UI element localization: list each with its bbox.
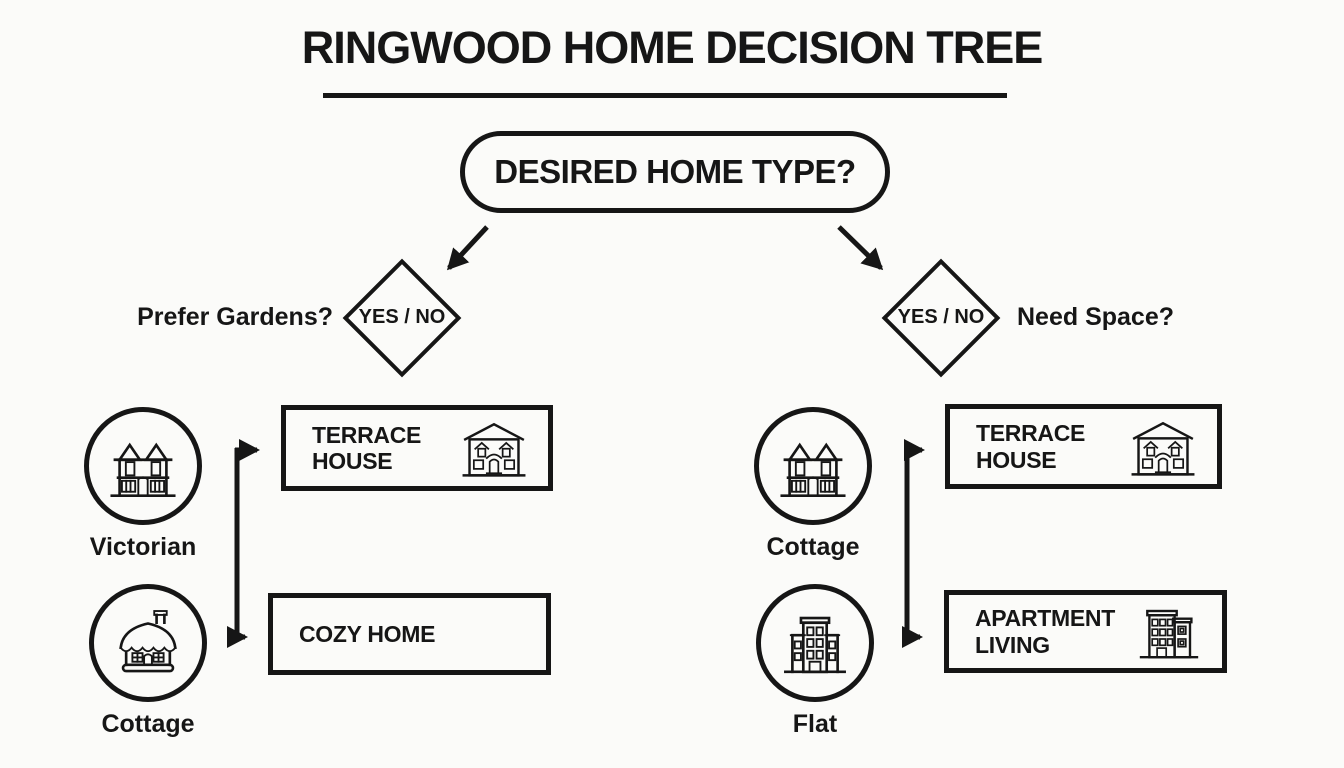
victorian-house-icon bbox=[104, 427, 182, 505]
right-outcome-apartment-living: APARTMENT LIVING bbox=[944, 590, 1227, 673]
flat-building-icon bbox=[776, 604, 854, 682]
victorian-house-icon bbox=[774, 427, 852, 505]
right-outcome-apartment-living-label: APARTMENT LIVING bbox=[975, 605, 1115, 658]
root-node: DESIRED HOME TYPE? bbox=[460, 131, 890, 213]
right-option-flat-label: Flat bbox=[792, 710, 838, 738]
left-option-cottage-label: Cottage bbox=[101, 710, 195, 738]
right-option-cottage-label: Cottage bbox=[766, 533, 860, 561]
right-outcome-terrace-house-label: TERRACE HOUSE bbox=[976, 420, 1086, 473]
left-option-victorian-circle bbox=[84, 407, 202, 525]
right-option-cottage-circle bbox=[754, 407, 872, 525]
page-title: RINGWOOD HOME DECISION TREE bbox=[301, 22, 1044, 73]
root-node-label: DESIRED HOME TYPE? bbox=[494, 153, 856, 190]
right-outcome-terrace-house: TERRACE HOUSE bbox=[945, 404, 1222, 489]
title-underline bbox=[323, 93, 1007, 98]
apartment-building-icon bbox=[1134, 597, 1204, 667]
left-decision-label: YES / NO bbox=[358, 306, 446, 328]
right-decision-label: YES / NO bbox=[897, 306, 985, 328]
terrace-house-icon bbox=[1127, 411, 1199, 483]
left-outcome-terrace-house: TERRACE HOUSE bbox=[281, 405, 553, 491]
left-outcome-cozy-home: COZY HOME bbox=[268, 593, 551, 675]
left-outcome-cozy-home-label: COZY HOME bbox=[299, 620, 436, 647]
left-question: Prefer Gardens? bbox=[137, 303, 333, 331]
arrow-root-to-right-decision bbox=[837, 225, 884, 271]
cottage-icon bbox=[109, 604, 187, 682]
right-option-flat-circle bbox=[756, 584, 874, 702]
left-option-victorian-label: Victorian bbox=[89, 533, 197, 561]
terrace-house-icon bbox=[458, 412, 530, 484]
right-question: Need Space? bbox=[1017, 303, 1175, 331]
left-outcome-terrace-house-label: TERRACE HOUSE bbox=[312, 421, 422, 474]
arrow-root-to-left-decision bbox=[446, 225, 489, 271]
left-option-cottage-circle bbox=[89, 584, 207, 702]
